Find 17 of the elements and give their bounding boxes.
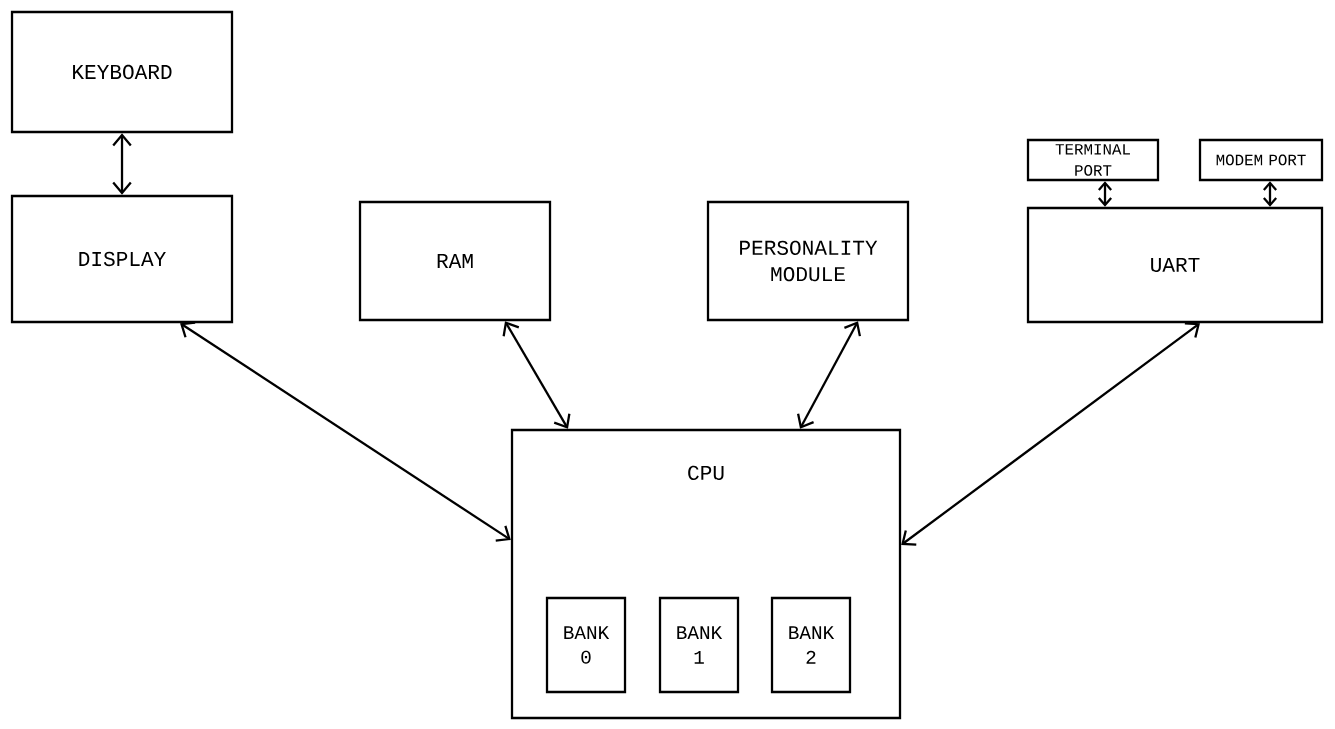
arrow xyxy=(112,133,132,195)
arrow xyxy=(502,321,571,429)
component-box: UART xyxy=(1026,206,1324,324)
bank-box: BANK 0 xyxy=(545,596,627,694)
bank-box: BANK 1 xyxy=(658,596,740,694)
arrow xyxy=(1263,181,1277,207)
bank-box: BANK 2 xyxy=(770,596,852,694)
component-box: RAM xyxy=(358,200,552,322)
arrow xyxy=(901,322,1200,546)
arrow xyxy=(1098,181,1112,207)
component-box: DISPLAY xyxy=(10,194,234,324)
component-box: KEYBOARD xyxy=(10,10,234,134)
arrow xyxy=(180,321,511,542)
arrow xyxy=(797,321,861,429)
component-box: PERSONALITY MODULE xyxy=(706,200,910,322)
port-box: TERMINAL PORT xyxy=(1026,138,1160,182)
port-box: MODEM PORT xyxy=(1198,138,1324,182)
